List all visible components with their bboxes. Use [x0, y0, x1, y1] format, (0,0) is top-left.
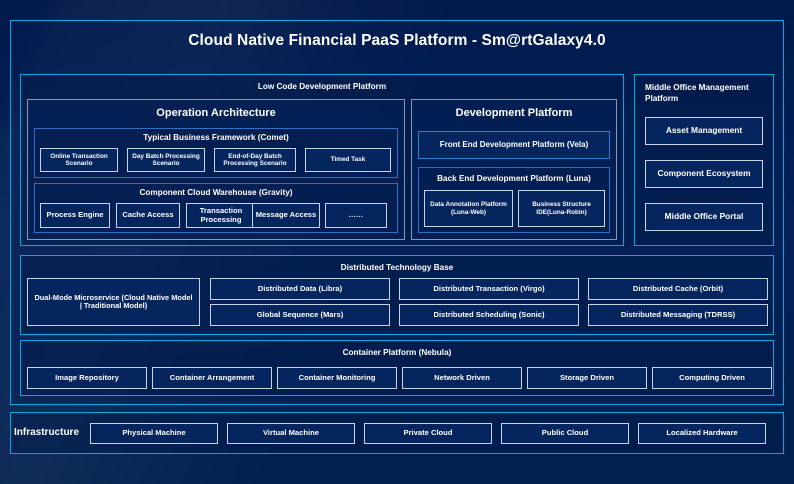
chip-front-end-development-platform[interactable]: Front End Development Platform (Vela) — [418, 131, 610, 159]
chip-day-batch-processing-scenario[interactable]: Day Batch Processing Scenario — [127, 148, 205, 172]
middle-office-platform-header: Middle Office Management Platform — [645, 83, 749, 104]
component-cloud-warehouse-header: Component Cloud Warehouse (Gravity) — [139, 188, 293, 197]
chip-transaction-processing[interactable]: Transaction Processing — [186, 203, 256, 228]
chip-global-sequence[interactable]: Global Sequence (Mars) — [210, 304, 390, 326]
low-code-platform-header: Low Code Development Platform — [257, 82, 387, 91]
chip-data-annotation-platform[interactable]: Data Annotation Platform (Luna-Web) — [424, 190, 513, 227]
chip-storage-driven[interactable]: Storage Driven — [527, 367, 647, 389]
chip-dual-mode-microservice[interactable]: Dual-Mode Microservice (Cloud Native Mod… — [27, 278, 200, 326]
chip-container-monitoring[interactable]: Container Monitoring — [277, 367, 397, 389]
container-platform-header: Container Platform (Nebula) — [342, 348, 452, 357]
distributed-technology-base-header: Distributed Technology Base — [340, 263, 454, 272]
chip-timed-task[interactable]: Timed Task — [305, 148, 391, 172]
page-title: Cloud Native Financial PaaS Platform - S… — [188, 32, 606, 49]
chip-distributed-data[interactable]: Distributed Data (Libra) — [210, 278, 390, 300]
chip-asset-management[interactable]: Asset Management — [645, 117, 763, 145]
chip-component-ecosystem[interactable]: Component Ecosystem — [645, 160, 763, 188]
back-end-development-platform-header: Back End Development Platform (Luna) — [437, 174, 591, 183]
chip-localized-hardware[interactable]: Localized Hardware — [638, 423, 766, 444]
chip-distributed-scheduling[interactable]: Distributed Scheduling (Sonic) — [399, 304, 579, 326]
chip-computing-driven[interactable]: Computing Driven — [652, 367, 772, 389]
chip-business-structure-ide[interactable]: Business Structure IDE(Luna-Robin) — [518, 190, 605, 227]
operation-architecture-header: Operation Architecture — [156, 107, 276, 119]
chip-more-ellipsis[interactable]: ...... — [325, 203, 387, 228]
infrastructure-label: Infrastructure — [14, 427, 80, 438]
development-platform-header: Development Platform — [455, 107, 573, 119]
chip-message-access[interactable]: Message Access — [252, 203, 320, 228]
chip-process-engine[interactable]: Process Engine — [40, 203, 110, 228]
chip-network-driven[interactable]: Network Driven — [402, 367, 522, 389]
typical-business-framework-header: Typical Business Framework (Comet) — [143, 133, 289, 142]
chip-cache-access[interactable]: Cache Access — [116, 203, 180, 228]
chip-container-arrangement[interactable]: Container Arrangement — [152, 367, 272, 389]
chip-distributed-cache[interactable]: Distributed Cache (Orbit) — [588, 278, 768, 300]
chip-physical-machine[interactable]: Physical Machine — [90, 423, 218, 444]
chip-private-cloud[interactable]: Private Cloud — [364, 423, 492, 444]
chip-distributed-transaction[interactable]: Distributed Transaction (Virgo) — [399, 278, 579, 300]
chip-middle-office-portal[interactable]: Middle Office Portal — [645, 203, 763, 231]
chip-public-cloud[interactable]: Public Cloud — [501, 423, 629, 444]
chip-virtual-machine[interactable]: Virtual Machine — [227, 423, 355, 444]
chip-online-transaction-scenario[interactable]: Online Transaction Scenario — [40, 148, 118, 172]
chip-image-repository[interactable]: Image Repository — [27, 367, 147, 389]
chip-end-of-day-batch-processing-scenario[interactable]: End-of-Day Batch Processing Scenario — [214, 148, 296, 172]
chip-distributed-messaging[interactable]: Distributed Messaging (TDRSS) — [588, 304, 768, 326]
